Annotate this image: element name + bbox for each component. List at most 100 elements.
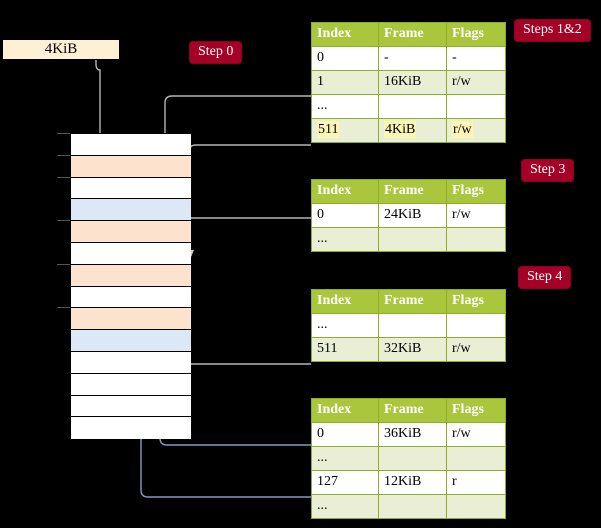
table-header-cell: Index [311, 22, 379, 47]
badge-steps-1-and-2: Steps 1&2 [514, 19, 591, 42]
table-cell: 16KiB [378, 69, 447, 95]
table-cell: ... [311, 93, 379, 119]
table-cell [446, 445, 506, 471]
table-header-cell: Index [311, 398, 379, 423]
table-cell: 12KiB [378, 469, 447, 495]
memory-frame-row [71, 264, 191, 287]
table-cell [378, 493, 447, 519]
badge-steps-1-and-2-label: Steps 1&2 [523, 22, 582, 37]
badge-step-4-label: Step 4 [527, 269, 563, 284]
table-cell: 0 [311, 421, 379, 447]
table-cell: r [446, 469, 506, 495]
table-header-cell: Index [311, 289, 379, 314]
table-header-cell: Frame [378, 22, 447, 47]
table-cell: 0 [311, 202, 379, 228]
memory-frame-row [71, 330, 191, 352]
table-header-cell: Frame [378, 179, 447, 204]
memory-frame-row [71, 308, 191, 331]
memory-frame-row [71, 243, 191, 265]
table-cell: 4KiB [378, 117, 447, 143]
table-row: 0-- [311, 45, 506, 71]
memory-frame-row [71, 177, 191, 200]
table-cell: r/w [446, 117, 506, 143]
table-row: ... [311, 445, 506, 471]
table-cell [446, 312, 506, 338]
source-frame-box: 4KiB [2, 39, 120, 60]
memory-frame-tick [57, 263, 70, 265]
memory-frame-row [71, 155, 191, 178]
table-cell: 32KiB [378, 336, 447, 362]
table-row: ... [311, 312, 506, 338]
badge-step-0: Step 0 [189, 41, 243, 64]
table-cell: ... [311, 312, 379, 338]
table-cell: r/w [446, 69, 506, 95]
table-header-cell: Index [311, 179, 379, 204]
table-cell: 127 [311, 469, 379, 495]
table-header-cell: Frame [378, 289, 447, 314]
table-row: ... [311, 93, 506, 119]
table-cell: - [378, 45, 447, 71]
table-cell [378, 226, 447, 252]
table-row: 511 4KiB r/w [311, 117, 506, 143]
table-cell: 511 [311, 117, 379, 143]
table-cell [446, 226, 506, 252]
memory-frame-row [71, 373, 191, 396]
table-cell [378, 93, 447, 119]
table-cell: 1 [311, 69, 379, 95]
table-header-cell: Flags [446, 179, 506, 204]
highlighted-value: 4KiB [384, 120, 417, 138]
badge-step-4: Step 4 [518, 266, 572, 289]
memory-frame-row [71, 199, 191, 222]
memory-frame-row [71, 417, 191, 440]
table-cell: 24KiB [378, 202, 447, 228]
table-cell: ... [311, 226, 379, 252]
memory-frame-tick [57, 307, 70, 309]
table-cell: r/w [446, 336, 506, 362]
table-cell: - [446, 45, 506, 71]
table-cell: 0 [311, 45, 379, 71]
wire-stack-to-t3 [176, 217, 311, 240]
highlighted-value: r/w [452, 120, 473, 138]
table-header-cell: Flags [446, 22, 506, 47]
table-cell [446, 493, 506, 519]
table-cell: ... [311, 445, 379, 471]
table-row: ... [311, 226, 506, 252]
memory-frame-tick [57, 176, 70, 178]
table-header-cell: Frame [378, 398, 447, 423]
memory-frame-row [71, 352, 191, 374]
memory-frame-stack [70, 133, 191, 440]
source-frame-label: 4KiB [44, 41, 78, 57]
badge-step-3: Step 3 [521, 159, 575, 182]
table-row: ... [311, 493, 506, 519]
table-cell: 36KiB [378, 421, 447, 447]
table-cell: 511 [311, 336, 379, 362]
memory-frame-tick [57, 154, 70, 156]
highlighted-value: 511 [317, 120, 340, 138]
table-cell [378, 312, 447, 338]
table-cell: r/w [446, 202, 506, 228]
memory-frame-row [71, 395, 191, 418]
table-header-cell: Flags [446, 398, 506, 423]
table-cell: r/w [446, 421, 506, 447]
wire-t4r511-to-stack [188, 144, 311, 153]
memory-frame-tick [57, 220, 70, 222]
badge-step-0-label: Step 0 [198, 44, 234, 59]
memory-frame-row [71, 134, 191, 156]
badge-step-3-label: Step 3 [530, 162, 566, 177]
table-cell [446, 93, 506, 119]
table-cell: ... [311, 493, 379, 519]
memory-frame-row [71, 286, 191, 309]
